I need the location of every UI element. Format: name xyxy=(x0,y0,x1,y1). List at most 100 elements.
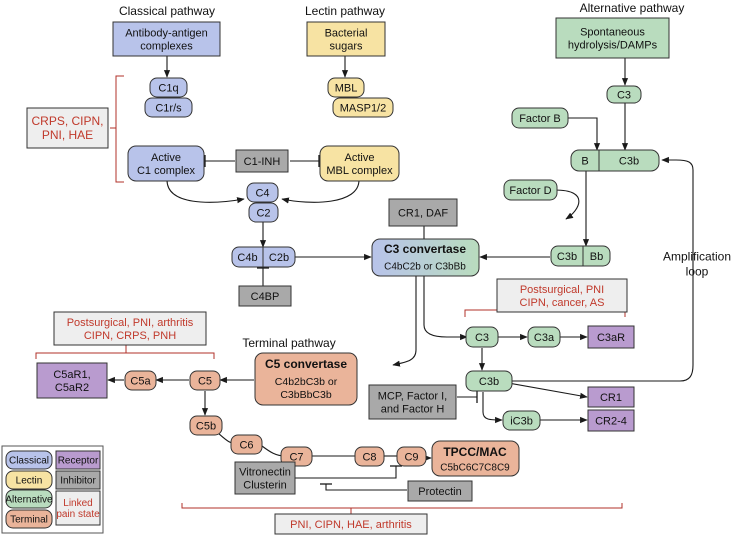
masp-node-shape xyxy=(332,97,394,118)
mbl-node: MBL xyxy=(327,77,365,98)
c3b-mid-node: C3b xyxy=(465,370,513,392)
pain-classical-box-shape xyxy=(26,107,109,149)
pain-classical-box-label: CRPS, CIPN,PNI, HAE xyxy=(31,114,103,142)
c6-node-shape xyxy=(230,434,263,455)
c3bmid-to-ic3b xyxy=(482,392,503,424)
c5a-node-label: C5a xyxy=(130,375,151,387)
c9-node: C9 xyxy=(396,446,427,467)
tpcc-mac-sub: C5bC6C7C8C9 xyxy=(440,463,510,474)
c7-node: C7 xyxy=(280,446,313,467)
c3-mid-node-label: C3 xyxy=(475,332,489,344)
c4-node-label: C4 xyxy=(255,187,269,199)
factor-b-node: Factor B xyxy=(511,107,569,129)
legend-alternative: Alternative xyxy=(5,489,53,509)
b-c3b-node-shape xyxy=(570,149,660,172)
c2-node: C2 xyxy=(248,202,279,223)
c5ar-node-shape xyxy=(36,362,108,399)
legend-classical-label: Classical xyxy=(9,456,49,467)
bracket-c5 xyxy=(35,352,215,359)
c6-node: C6 xyxy=(230,434,263,455)
protectin-box-shape xyxy=(407,480,473,502)
factorb-to-b xyxy=(567,117,601,151)
legend-alternative-label: Alternative xyxy=(5,495,53,506)
c3b-mid-node-label: C3b xyxy=(479,376,499,388)
crdaf-box: CR1, DAF xyxy=(388,198,458,227)
pain-c5-box-shape xyxy=(53,311,207,346)
ic3b-node-shape xyxy=(502,410,541,431)
c9-node-shape xyxy=(396,446,427,467)
factord-to-bb xyxy=(554,189,580,220)
c7-node-shape xyxy=(280,446,313,467)
c3-convertase-sub: C4bC2b or C3bBb xyxy=(384,262,466,273)
c5-node-shape xyxy=(189,370,221,391)
b-c3b-node-left-label: B xyxy=(581,155,588,167)
conv-to-c3-mid xyxy=(423,276,468,341)
crdaf-box-label: CR1, DAF xyxy=(398,207,448,219)
c1q-node-label: C1q xyxy=(158,82,178,94)
amp-loop xyxy=(512,156,694,382)
c4bc2b-node: C4b C2b xyxy=(231,246,296,268)
c3-mid-node: C3 xyxy=(465,326,499,348)
c3b-bb-node-shape xyxy=(550,245,611,267)
c4-node: C4 xyxy=(246,182,279,203)
c9-node-label: C9 xyxy=(404,451,418,463)
c5-node: C5 xyxy=(189,370,221,391)
spontaneous-hydrolysis-box-shape xyxy=(555,17,670,59)
c4bp-box-label: C4BP xyxy=(251,291,280,303)
b-c3b-node: B C3b xyxy=(570,149,660,172)
classical-pathway-title: Classical pathway xyxy=(119,4,215,18)
c8-node-shape xyxy=(354,446,385,467)
legend-lectin-swatch xyxy=(5,470,53,490)
cr1-node-shape xyxy=(587,386,635,408)
c4-node-shape xyxy=(246,182,279,203)
crdaf-box-shape xyxy=(388,198,458,227)
c3a-node-shape xyxy=(527,326,561,348)
vitronectin-box-shape xyxy=(234,461,296,495)
c3ar-node: C3aR xyxy=(587,325,635,349)
legend-linked-pain-swatch xyxy=(55,490,101,526)
c3ar-node-shape xyxy=(587,325,635,349)
c4bc2b-node-left-label: C4b xyxy=(237,252,257,264)
c5b-node-label: C5b xyxy=(196,420,216,432)
c2-node-shape xyxy=(248,202,279,223)
protectin-to-c9 xyxy=(325,484,407,491)
factor-b-node-shape xyxy=(511,107,569,129)
legend-inhibitor-swatch xyxy=(55,470,101,490)
b-c3b-node-right-label: C3b xyxy=(619,155,639,167)
mbl-node-shape xyxy=(327,77,365,98)
legend-inhibitor: Inhibitor xyxy=(55,470,101,490)
c3b-mid-node-shape xyxy=(465,370,513,392)
c1rs-node: C1r/s xyxy=(144,97,193,118)
terminal-pathway-title: Terminal pathway xyxy=(242,336,335,350)
legend-lectin-label: Lectin xyxy=(16,476,43,487)
cr24-node: CR2-4 xyxy=(587,409,635,432)
factor-d-node-shape xyxy=(503,179,558,201)
c4bp-box: C4BP xyxy=(238,285,292,307)
c8-node: C8 xyxy=(354,446,385,467)
legend-inhibitor-label: Inhibitor xyxy=(60,476,96,487)
legend-terminal-label: Terminal xyxy=(10,515,48,526)
masp-node: MASP1/2 xyxy=(332,97,394,118)
bracket-classical xyxy=(115,75,124,183)
legend-receptor-swatch xyxy=(55,450,101,470)
c4bc2b-node-right-label: C2b xyxy=(269,252,289,264)
c1q-node: C1q xyxy=(149,77,188,98)
c7-node-label: C7 xyxy=(289,451,303,463)
active-mbl-to-c4 xyxy=(281,179,360,204)
factor-d-node-label: Factor D xyxy=(509,185,551,197)
